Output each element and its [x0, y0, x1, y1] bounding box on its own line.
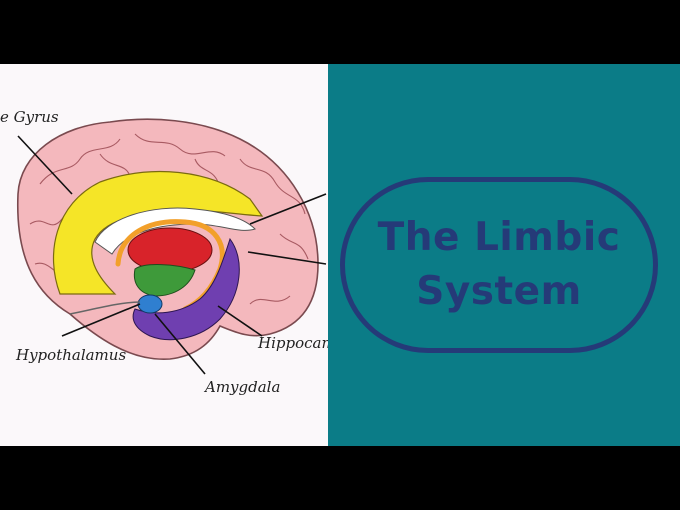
label-hippocampus: Hippocam [257, 334, 328, 352]
letterbox-bottom [0, 446, 680, 510]
title-pill: The Limbic System [340, 177, 658, 353]
leader-hippocampus [217, 305, 263, 337]
title-line-2: System [416, 269, 582, 314]
leader-hypothalamus [61, 303, 141, 337]
title-panel: The Limbic System [328, 64, 680, 446]
hypothalamus-region [133, 264, 196, 297]
leader-cingulate [17, 135, 73, 195]
brainstem-line [69, 301, 141, 315]
corpus-callosum-region [94, 207, 256, 255]
leader-right [247, 251, 327, 265]
label-amygdala: Amygdala [203, 378, 280, 396]
brain-drawing-panel: e Gyrus Hypothalamus Amygdala Hippocam [0, 64, 328, 446]
cingulate-gyrus-region [52, 170, 264, 295]
label-cingulate-gyrus: e Gyrus [0, 108, 59, 126]
amygdala-region [137, 294, 163, 314]
label-hypothalamus: Hypothalamus [15, 346, 126, 364]
title-line-1: The Limbic [377, 215, 621, 260]
leader-amygdala [154, 313, 206, 375]
leader-top-right [249, 193, 327, 225]
brain-diagram: e Gyrus Hypothalamus Amygdala Hippocam [0, 108, 328, 396]
letterbox-top [0, 0, 680, 64]
leader-lines [17, 135, 327, 375]
hippocampus-region [132, 237, 240, 341]
